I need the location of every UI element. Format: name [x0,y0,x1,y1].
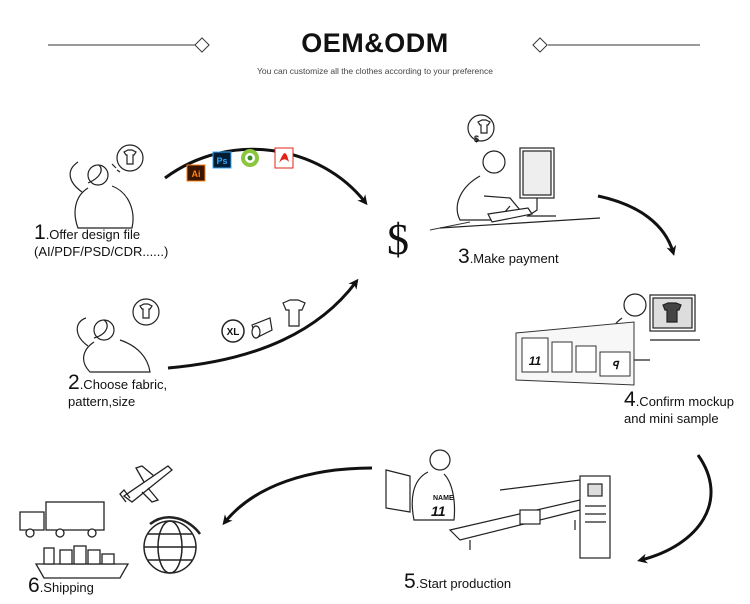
truck-icon [19,501,105,538]
airplane-icon [119,465,173,503]
arrow-step1-to-step3 [164,147,368,206]
arrow-step3-to-step4 [597,194,677,256]
title-decoration-right [532,37,700,53]
coreldraw-file-icon [241,149,259,167]
thinking-person-icon [69,144,144,229]
step-3-label: 3.Make payment [458,245,559,268]
printing-machine-icon: NAME 11 [385,449,611,559]
svg-text:ꟼ: ꟼ [612,360,620,372]
pdf-file-icon [274,147,294,169]
fabric-roll-icon [251,317,273,339]
globe-icon [143,516,202,574]
step-2-label: 2.Choose fabric, pattern,size [68,371,168,409]
tshirt-icon [282,299,306,327]
page-title: OEM&ODM [301,28,449,58]
mockup-sheet: 11 ꟼ [515,321,635,386]
cargo-ship-icon [34,545,130,579]
illustrator-file-icon: Ai [186,164,206,182]
svg-text:XL: XL [227,327,240,338]
dollar-icon: $ [387,215,409,264]
svg-text:NAME: NAME [433,495,454,502]
arrow-step4-to-step5 [637,454,713,564]
step-4-label: 4.Confirm mockup and mini sample [624,388,734,426]
arrow-step2-to-step3 [167,278,359,370]
svg-text:$: $ [474,134,479,144]
page-subtitle: You can customize all the clothes accord… [257,66,493,76]
photoshop-file-icon: Ps [212,151,232,169]
size-xl-icon: XL [221,319,245,343]
svg-text:11: 11 [431,503,446,519]
svg-text:Ps: Ps [216,156,227,166]
title-decoration-left [48,37,210,53]
connector-line-step3 [429,221,471,231]
step-6-label: 6.Shipping [28,574,94,597]
step-1-label: 1.Offer design file (AI/PDF/PSD/CDR.....… [34,221,169,259]
step-5-label: 5.Start production [404,570,512,593]
designer-at-computer-icon [607,293,700,361]
thinking-person-icon-2 [76,298,160,373]
svg-text:Ai: Ai [192,169,201,179]
arrow-step5-to-step6 [222,466,373,526]
person-at-computer-icon: $ [439,114,601,229]
svg-text:11: 11 [529,354,542,368]
